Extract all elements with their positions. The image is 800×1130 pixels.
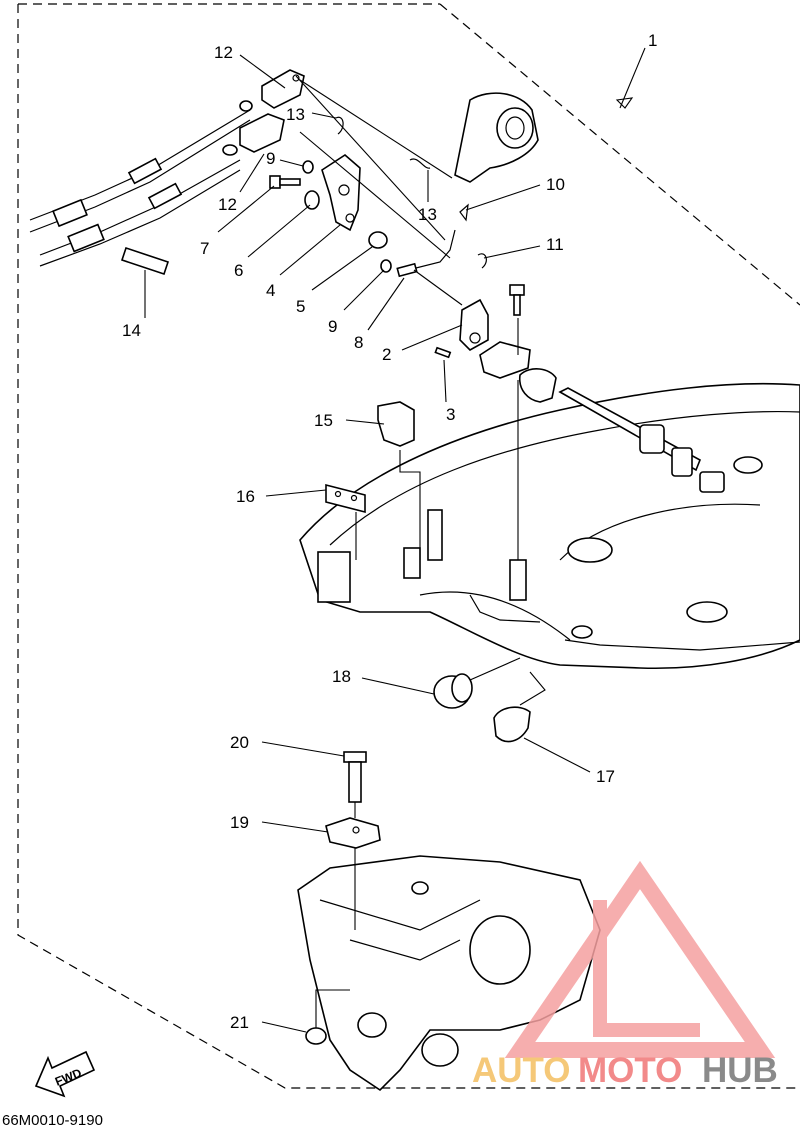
callout-9: 9 [266, 149, 275, 168]
bolt [269, 175, 301, 189]
callout-3: 3 [446, 405, 455, 424]
clip [335, 116, 344, 135]
plug [305, 1027, 327, 1045]
plate-bracket [325, 817, 381, 849]
callout-2: 2 [382, 345, 391, 364]
callout-1: 1 [648, 31, 657, 50]
callout-4: 4 [266, 281, 275, 300]
watermark-text-hub: HUB [702, 1051, 778, 1090]
clip [477, 253, 487, 269]
callout-21: 21 [230, 1013, 249, 1032]
callout-11: 11 [546, 235, 564, 254]
plate [325, 483, 366, 514]
pin [434, 346, 452, 359]
washer [304, 190, 320, 210]
grommet [493, 706, 531, 743]
callout-20: 20 [230, 733, 249, 752]
callout-13b: 13 [418, 205, 437, 224]
label-plate [120, 246, 170, 276]
shift-cam [459, 298, 489, 351]
callout-5: 5 [296, 297, 305, 316]
callout-19: 19 [230, 813, 249, 832]
clip [409, 158, 431, 169]
nut [239, 100, 253, 112]
throttle-cam [454, 92, 539, 183]
bolt [343, 751, 367, 803]
callout-7: 7 [200, 239, 209, 258]
callout-12: 12 [214, 43, 233, 62]
grommet [433, 673, 473, 709]
link-rod [399, 229, 456, 273]
callout-13: 13 [286, 105, 305, 124]
shift-rod [518, 368, 725, 493]
fwd-arrow-icon: FWD [34, 1050, 96, 1098]
callout-18: 18 [332, 667, 351, 686]
watermark-text-moto: MOTO [578, 1051, 682, 1090]
callout-12b: 12 [218, 195, 237, 214]
alignment-lines [295, 75, 546, 1028]
watermark-wordmark: AUTO MOTO HUB [472, 1051, 778, 1090]
callout-labels: 1 2 3 4 5 6 7 8 9 9 10 11 12 12 13 13 14… [122, 31, 657, 1032]
callout-17: 17 [596, 767, 615, 786]
control-cables [29, 109, 251, 267]
collar [368, 231, 388, 249]
clip [459, 203, 469, 222]
callout-6: 6 [234, 261, 243, 280]
link-rod-end [396, 262, 418, 278]
cable-joint-upper [261, 69, 305, 109]
bolt [509, 284, 525, 316]
callout-leaders [144, 47, 646, 1033]
swivel-bracket [297, 855, 601, 1092]
callout-15: 15 [314, 411, 333, 430]
watermark-logo-icon [504, 860, 776, 1058]
document-code: 66M0010-9190 [2, 1112, 103, 1129]
callout-10: 10 [546, 175, 565, 194]
callout-9b: 9 [328, 317, 337, 336]
nut [222, 144, 238, 156]
washer [380, 259, 392, 273]
watermark-text-auto: AUTO [472, 1051, 571, 1090]
bottom-cowling [299, 382, 800, 670]
callout-14: 14 [122, 321, 141, 340]
cable-joint-lower [239, 113, 285, 153]
callout-8: 8 [354, 333, 363, 352]
washer [302, 160, 314, 174]
assembly-boundary-side [17, 4, 800, 1089]
assembly-boundary [439, 3, 800, 306]
callout-16: 16 [236, 487, 255, 506]
